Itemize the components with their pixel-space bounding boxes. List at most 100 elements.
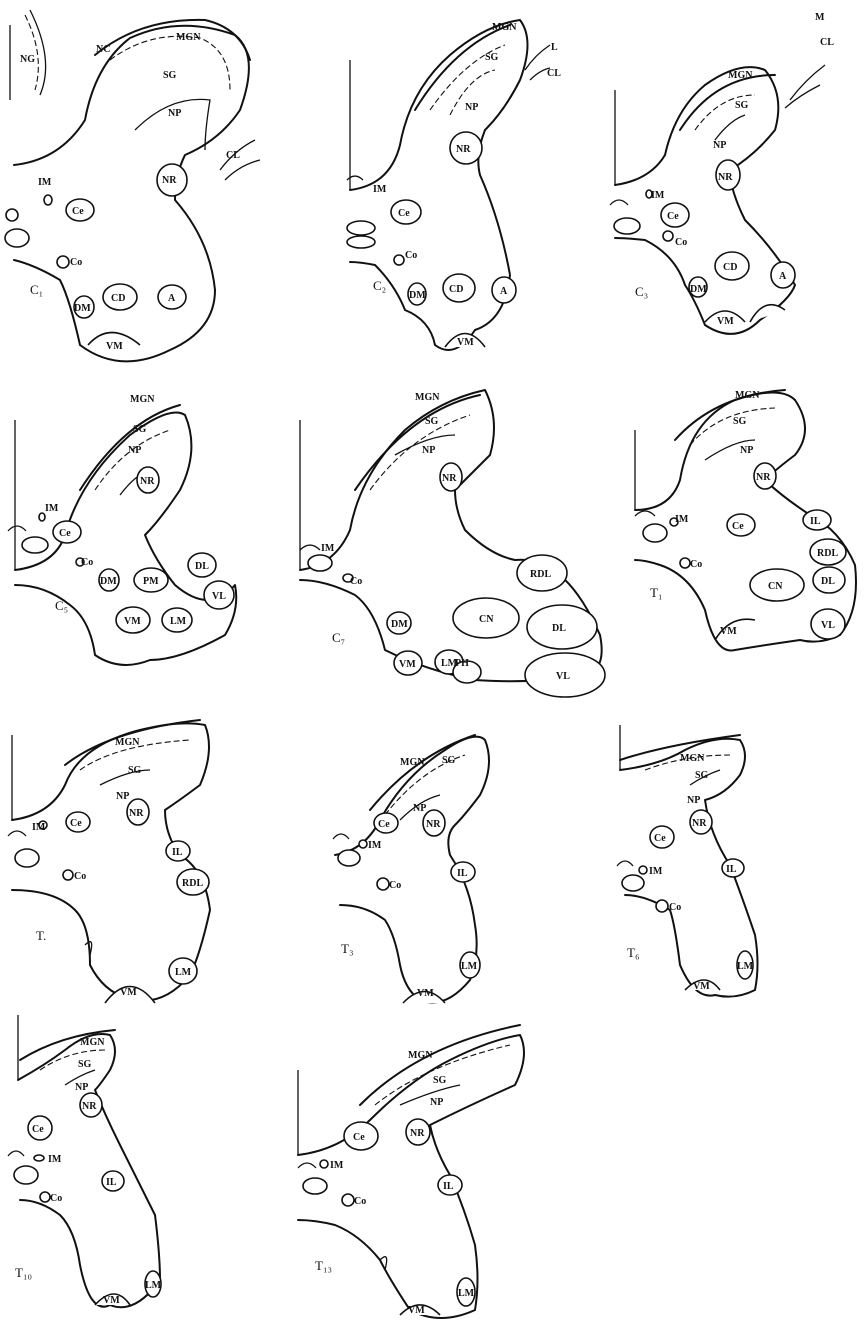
nuclei-label: IL [106,1177,117,1188]
section-drawing: MGN SG NP Ce NR IM IL Co LM VM T₃ [325,725,525,1015]
nuclei-label: DM [74,303,91,314]
section-panel-t2: MGN SG NP NR IM Ce IL Co RDL LM VM T. [0,715,240,1015]
nuclei-label: VM [106,341,123,352]
nuclei-label: NP [128,445,141,456]
nuclei-label: VM [417,988,434,999]
section-drawing: MGN SG NP NR IM Co RDL CN DL DM PH VL VM… [295,380,620,690]
nuclei-label: MGN [680,753,705,764]
section-panel-c8: MGN SG NP NR IM Ce Co DM PM DL VL VM LM … [0,380,255,715]
nuclei-label: SG [425,416,439,427]
nuclei-label: A [168,293,176,304]
nuclei-label: CN [768,581,783,592]
section-panel-t1: MGN SG NP NR IM Ce IL RDL Co CN DL VM VL… [615,380,865,680]
nuclei-label: LM [458,1288,475,1299]
nuclei-label: Ce [70,818,82,829]
nuclei-label: M [815,12,825,23]
section-drawing: MGN SG NP NR IM Ce Co DM PM DL VL VM LM … [0,380,255,715]
nuclei-label: NR [756,472,771,483]
nuclei-label: Co [405,250,417,261]
nuclei-label: PH [455,658,469,669]
nuclei-label: LM [145,1280,162,1291]
nuclei-label: MGN [735,390,760,401]
nuclei-label: Co [74,871,86,882]
nuclei-label: Co [81,557,93,568]
nuclei-label: VM [693,981,710,992]
nuclei-label: IM [373,184,387,195]
segment-label: C₇ [332,630,345,645]
nuclei-label: IM [45,503,59,514]
nuclei-label: VM [720,626,737,637]
nuclei-label: NR [82,1101,97,1112]
nuclei-label: NP [116,791,129,802]
nuclei-label: SG [695,770,709,781]
nuclei-label: DL [552,623,566,634]
nuclei-label: Ce [398,208,410,219]
segment-label: T₃ [341,941,353,956]
nuclei-label: Co [70,257,82,268]
nuclei-label: MGN [400,757,425,768]
nuclei-label: VM [457,337,474,348]
nuclei-label: IM [38,177,52,188]
nuclei-label: SG [485,52,499,63]
nuclei-label: NP [465,102,478,113]
section-panel-c6: MGN SG NP L CL NR IM Ce Co DM CD A VM C₂ [335,0,585,375]
nuclei-label: Co [669,902,681,913]
nuclei-label: IL [443,1181,454,1192]
nuclei-label: DM [100,576,117,587]
section-drawing: MGN SG NP NR Ce IL IM Co LM VM T₆ [605,725,795,1005]
nuclei-label: Co [350,576,362,587]
nuclei-label: VM [124,616,141,627]
nuclei-label: Ce [353,1132,365,1143]
nuclei-label: NP [168,108,181,119]
nuclei-label: NP [75,1082,88,1093]
nuclei-label: DM [409,290,426,301]
segment-label: C₅ [55,598,68,613]
section-panel-c7: M CL MGN SG NP NR IM Ce Co CD A DM VM C₃ [605,0,855,345]
section-panel-c9: MGN SG NP NR IM Co RDL CN DL DM PH VL VM… [295,380,620,690]
nuclei-label: DL [821,576,835,587]
nuclei-label: SG [78,1059,92,1070]
section-drawing: NG NC MGN SG NP NR CL IM Ce Co CD A DM V… [0,0,230,375]
nuclei-label: RDL [817,548,838,559]
nuclei-label: NR [456,144,471,155]
nuclei-label: NP [430,1097,443,1108]
segment-label: T₆ [627,945,639,960]
section-drawing: MGN SG NP Ce NR IM IL Co LM VM T₁₃ [290,1010,560,1326]
nuclei-label: A [500,286,508,297]
nuclei-label: SG [163,70,177,81]
nuclei-label: RDL [530,569,551,580]
nuclei-label: IL [726,864,737,875]
nuclei-label: MGN [176,32,201,43]
nuclei-label: CL [547,68,561,79]
nuclei-label: NR [692,818,707,829]
section-drawing: MGN SG NP L CL NR IM Ce Co DM CD A VM C₂ [335,0,585,375]
nuclei-label: L [551,42,558,53]
nuclei-label: MGN [80,1037,105,1048]
nuclei-label: NP [413,803,426,814]
section-drawing: MGN SG NP NR IM Ce IL Co RDL LM VM T. [0,715,240,1015]
nuclei-label: Ce [378,819,390,830]
nuclei-label: SG [128,765,142,776]
segment-label: C₂ [373,278,386,293]
nuclei-label: DM [391,619,408,630]
nuclei-label: DM [690,284,707,295]
nuclei-label: VL [556,671,570,682]
segment-label: C₃ [635,284,648,299]
nuclei-label: IM [32,822,46,833]
nuclei-label: MGN [408,1050,433,1061]
nuclei-label: Ce [732,521,744,532]
nuclei-label: NR [140,476,155,487]
nuclei-label: NR [718,172,733,183]
nuclei-label: PM [143,576,159,587]
segment-label: T₁ [650,585,662,600]
nuclei-label: NC [96,44,110,55]
nuclei-label: LM [175,967,192,978]
nuclei-label: VM [103,1295,120,1306]
nuclei-label: SG [133,424,147,435]
section-drawing: M CL MGN SG NP NR IM Ce Co CD A DM VM C₃ [605,0,855,345]
section-panel-c5: NG NC MGN SG NP NR CL IM Ce Co CD A DM V… [0,0,230,375]
section-panel-t6: MGN SG NP NR Ce IL IM Co LM VM T₆ [605,725,795,1005]
nuclei-label: MGN [492,22,517,33]
nuclei-label: CD [111,293,125,304]
nuclei-label: NR [162,175,177,186]
